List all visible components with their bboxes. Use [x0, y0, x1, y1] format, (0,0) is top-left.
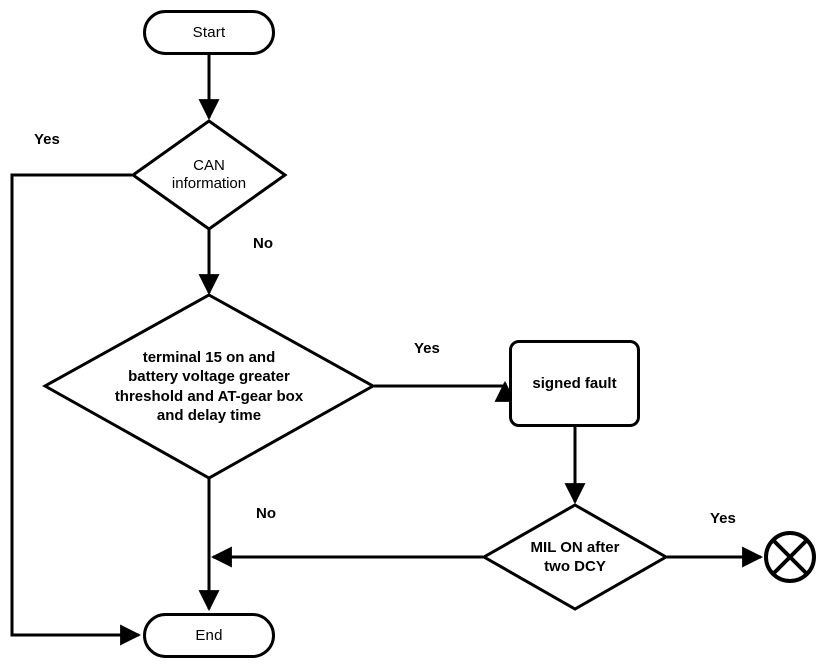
edge-can-yes-to-end [10, 173, 142, 646]
edge-label-condition-yes: Yes [414, 340, 440, 357]
edge-condition-yes-to-signed-fault [374, 380, 516, 402]
diamond-shape [42, 293, 376, 480]
end-node[interactable]: End [143, 613, 275, 658]
diamond-shape [130, 119, 288, 231]
start-node[interactable]: Start [143, 10, 275, 55]
signed-fault-node[interactable]: signed fault [509, 340, 640, 427]
edge-label-mil-yes: Yes [710, 510, 736, 527]
mil-lamp-node[interactable] [762, 529, 818, 585]
edge-label-condition-no: No [256, 505, 276, 522]
mil-on-decision[interactable]: MIL ON after two DCY [481, 502, 669, 612]
mil-lamp-icon [764, 531, 816, 583]
end-node-label: End [195, 627, 223, 644]
can-information-decision[interactable]: CAN information [130, 118, 288, 232]
diamond-shape [481, 503, 669, 611]
edge-label-can-yes: Yes [34, 131, 60, 148]
start-node-label: Start [192, 24, 226, 41]
condition-decision[interactable]: terminal 15 on and battery voltage great… [42, 292, 376, 481]
signed-fault-label: signed fault [532, 375, 617, 392]
edge-label-can-no: No [253, 235, 273, 252]
